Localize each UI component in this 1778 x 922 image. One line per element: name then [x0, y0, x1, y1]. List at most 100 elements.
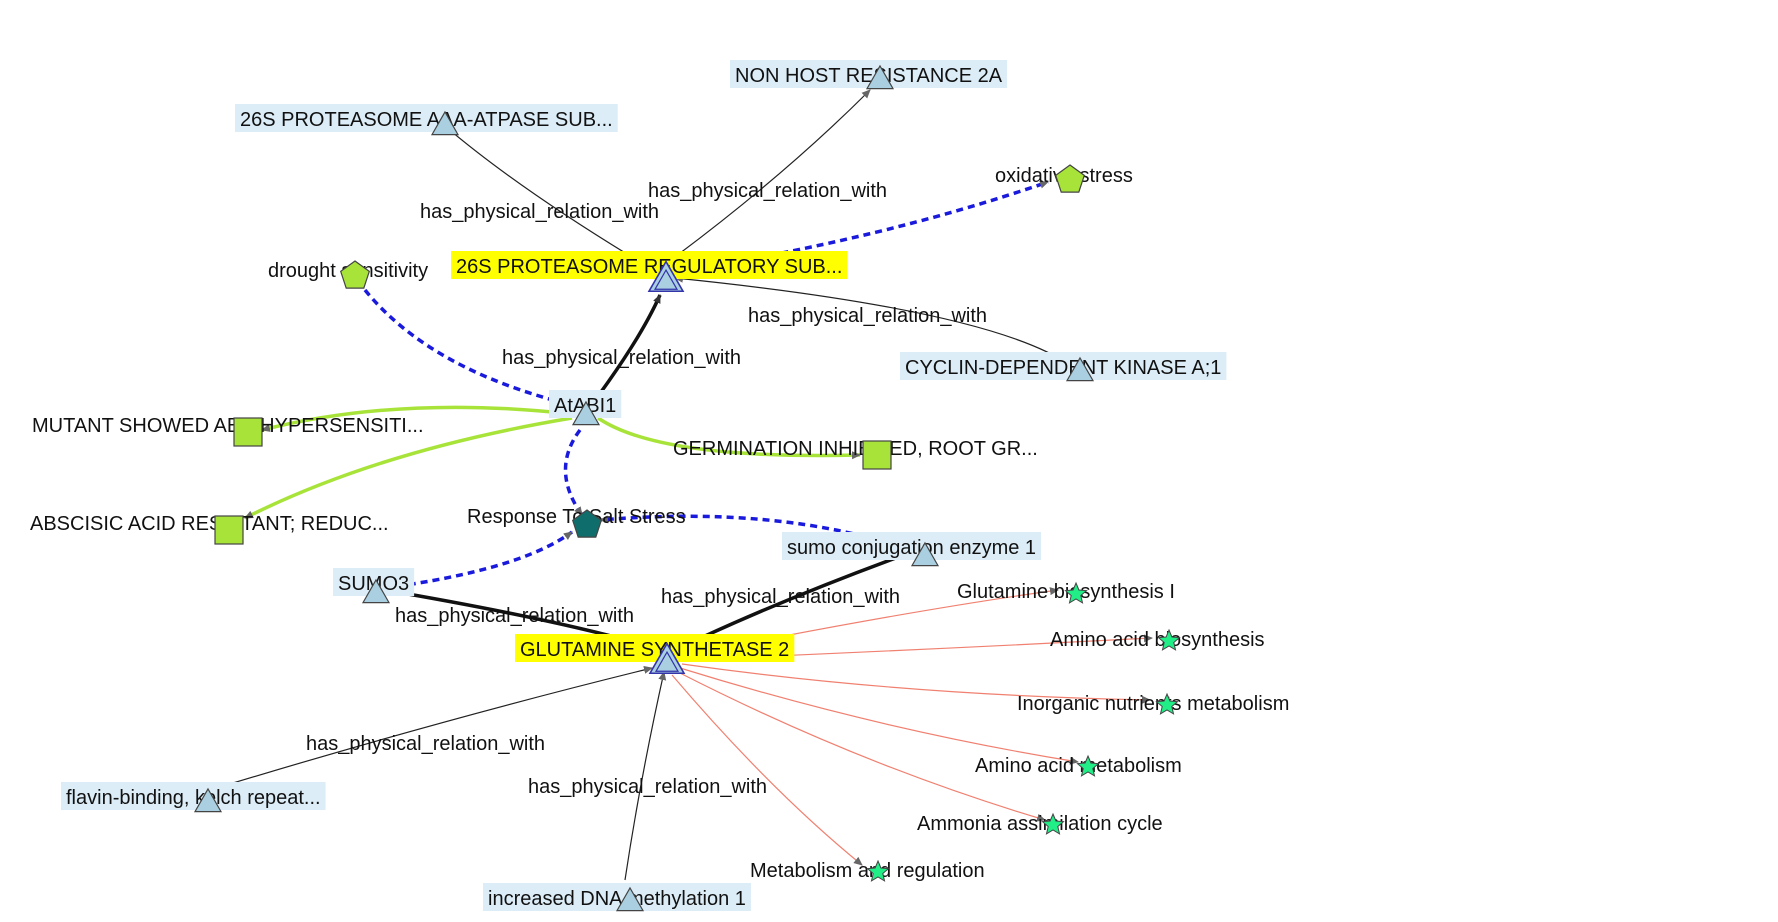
pentagon-icon — [571, 509, 603, 538]
edge-flavin-gs2[interactable] — [209, 666, 653, 791]
node-absc[interactable]: ABSCISIC ACID RESISTANT; REDUC... — [30, 513, 389, 545]
pentagon-icon — [339, 260, 371, 289]
node-label-bg — [782, 532, 1042, 560]
pentagon-icon — [1054, 164, 1086, 193]
node-reg[interactable]: 26S PROTEASOME REGULATORY SUB... — [451, 251, 848, 293]
edge-label: has_physical_relation_with — [306, 733, 545, 755]
triangle-icon — [615, 886, 645, 912]
node-label-text: sumo conjugation enzyme 1 — [787, 537, 1036, 559]
edge-label: has_physical_relation_with — [502, 347, 741, 369]
node-label-text: GERMINATION INHIBITED, ROOT GR... — [673, 438, 1038, 460]
node-inorg[interactable]: Inorganic nutrients metabolism — [1017, 692, 1289, 715]
edge-gs2-inorg[interactable] — [681, 663, 1151, 704]
node-nhr2a[interactable]: NON HOST RESISTANCE 2A — [730, 60, 1008, 90]
edge-label: has_physical_relation_with — [528, 776, 767, 798]
star-icon — [1157, 628, 1181, 651]
node-label-text: 26S PROTEASOME REGULATORY SUB... — [456, 256, 842, 278]
node-label-text: Glutamine biosynthesis I — [957, 581, 1175, 603]
node-metreg[interactable]: Metabolism and regulation — [750, 859, 985, 882]
node-label-text: CYCLIN-DEPENDENT KINASE A;1 — [905, 357, 1221, 379]
edge-abi1-salt[interactable] — [563, 428, 584, 517]
node-label-cdk: CYCLIN-DEPENDENT KINASE A;1 — [900, 352, 1227, 380]
edge-label: has_physical_relation_with — [395, 605, 634, 627]
node-label-text: flavin-binding, kelch repeat... — [66, 787, 321, 809]
square-icon — [862, 440, 892, 470]
star-icon — [866, 859, 890, 882]
node-label-reg: 26S PROTEASOME REGULATORY SUB... — [451, 251, 848, 279]
edge-label: has_physical_relation_with — [661, 586, 900, 608]
edge-cdk-reg[interactable] — [674, 274, 1071, 366]
node-label-gs2: GLUTAMINE SYNTHETASE 2 — [515, 634, 795, 662]
node-flavin[interactable]: flavin-binding, kelch repeat... — [61, 782, 326, 813]
node-aamet[interactable]: Amino acid metabolism — [975, 754, 1182, 777]
node-label-text: Metabolism and regulation — [750, 860, 985, 882]
node-label-text: Amino acid metabolism — [975, 755, 1182, 777]
edge-gs2-aamet[interactable] — [679, 667, 1079, 765]
node-mutant[interactable]: MUTANT SHOWED ABA-HYPERSENSITI... — [32, 415, 424, 447]
node-label-glnbio: Glutamine biosynthesis I — [957, 581, 1175, 603]
node-label-inorg: Inorganic nutrients metabolism — [1017, 693, 1289, 715]
node-aaa[interactable]: 26S PROTEASOME AAA-ATPASE SUB... — [235, 104, 618, 136]
star-icon — [1041, 812, 1065, 835]
node-aabio[interactable]: Amino acid biosynthesis — [1050, 628, 1265, 651]
node-label-text: Inorganic nutrients metabolism — [1017, 693, 1289, 715]
hub-inner-triangle-icon — [654, 650, 680, 672]
triangle-icon — [193, 787, 223, 813]
edge-label: has_physical_relation_with — [420, 201, 659, 223]
node-label-bg — [483, 883, 751, 911]
node-sumoce[interactable]: sumo conjugation enzyme 1 — [782, 532, 1042, 567]
node-label-text: Response To Salt Stress — [467, 506, 686, 528]
hub-inner-triangle-icon — [653, 268, 679, 290]
node-label-text: ABSCISIC ACID RESISTANT; REDUC... — [30, 513, 389, 535]
node-germ[interactable]: GERMINATION INHIBITED, ROOT GR... — [673, 438, 1038, 470]
node-label-sumoce: sumo conjugation enzyme 1 — [782, 532, 1042, 560]
square-icon — [233, 417, 263, 447]
edge-reg-nhr2a[interactable] — [659, 89, 871, 269]
star-icon — [1064, 581, 1088, 604]
node-label-bg — [235, 104, 618, 132]
edge-label: has_physical_relation_with — [648, 180, 887, 202]
node-sumo3[interactable]: SUMO3 — [333, 568, 415, 604]
node-label-nhr2a: NON HOST RESISTANCE 2A — [730, 60, 1008, 88]
edge-gs2-metreg[interactable] — [671, 674, 863, 866]
edge-drought-abi1[interactable] — [363, 288, 573, 407]
node-label-text: 26S PROTEASOME AAA-ATPASE SUB... — [240, 109, 613, 131]
node-label-bg — [61, 782, 326, 810]
edge-gs2-ammon[interactable] — [677, 671, 1046, 822]
node-abi1[interactable]: AtABI1 — [549, 390, 622, 426]
edge-abi1-germ[interactable] — [597, 416, 861, 460]
triangle-icon — [430, 110, 460, 136]
edge-label: has_physical_relation_with — [748, 305, 987, 327]
node-label-dnameth: increased DNA methylation 1 — [483, 883, 751, 911]
edge-sumo3-salt[interactable] — [384, 530, 574, 590]
node-label-germ: GERMINATION INHIBITED, ROOT GR... — [673, 438, 1038, 460]
node-label-mutant: MUTANT SHOWED ABA-HYPERSENSITI... — [32, 415, 424, 437]
node-cdk[interactable]: CYCLIN-DEPENDENT KINASE A;1 — [900, 352, 1227, 382]
node-label-text: MUTANT SHOWED ABA-HYPERSENSITI... — [32, 415, 424, 437]
node-label-text: increased DNA methylation 1 — [488, 888, 746, 910]
node-label-text: NON HOST RESISTANCE 2A — [735, 65, 1003, 87]
node-glnbio[interactable]: Glutamine biosynthesis I — [957, 581, 1175, 604]
node-ammon[interactable]: Ammonia assimilation cycle — [917, 812, 1163, 835]
edge-dnameth-gs2[interactable] — [624, 671, 667, 881]
node-gs2[interactable]: GLUTAMINE SYNTHETASE 2 — [515, 634, 795, 675]
triangle-icon — [865, 64, 895, 90]
node-label-salt: Response To Salt Stress — [467, 506, 686, 528]
node-label-bg — [451, 251, 848, 279]
triangle-icon — [910, 541, 940, 567]
node-salt[interactable]: Response To Salt Stress — [467, 506, 686, 538]
node-label-bg — [730, 60, 1008, 88]
node-drought[interactable]: drought sensitivity — [268, 260, 428, 289]
node-label-ammon: Ammonia assimilation cycle — [917, 813, 1163, 835]
node-label-metreg: Metabolism and regulation — [750, 860, 985, 882]
triangle-icon — [1065, 356, 1095, 382]
node-dnameth[interactable]: increased DNA methylation 1 — [483, 883, 751, 912]
edge-abi1-absc[interactable] — [244, 416, 573, 520]
edge-abi1-mutant[interactable] — [261, 405, 573, 432]
node-label-flavin: flavin-binding, kelch repeat... — [61, 782, 326, 810]
node-label-text: GLUTAMINE SYNTHETASE 2 — [520, 639, 789, 661]
node-label-aaa: 26S PROTEASOME AAA-ATPASE SUB... — [235, 104, 618, 132]
node-ox[interactable]: oxidative stress — [995, 164, 1133, 193]
edge-aaa-reg[interactable] — [444, 125, 651, 269]
